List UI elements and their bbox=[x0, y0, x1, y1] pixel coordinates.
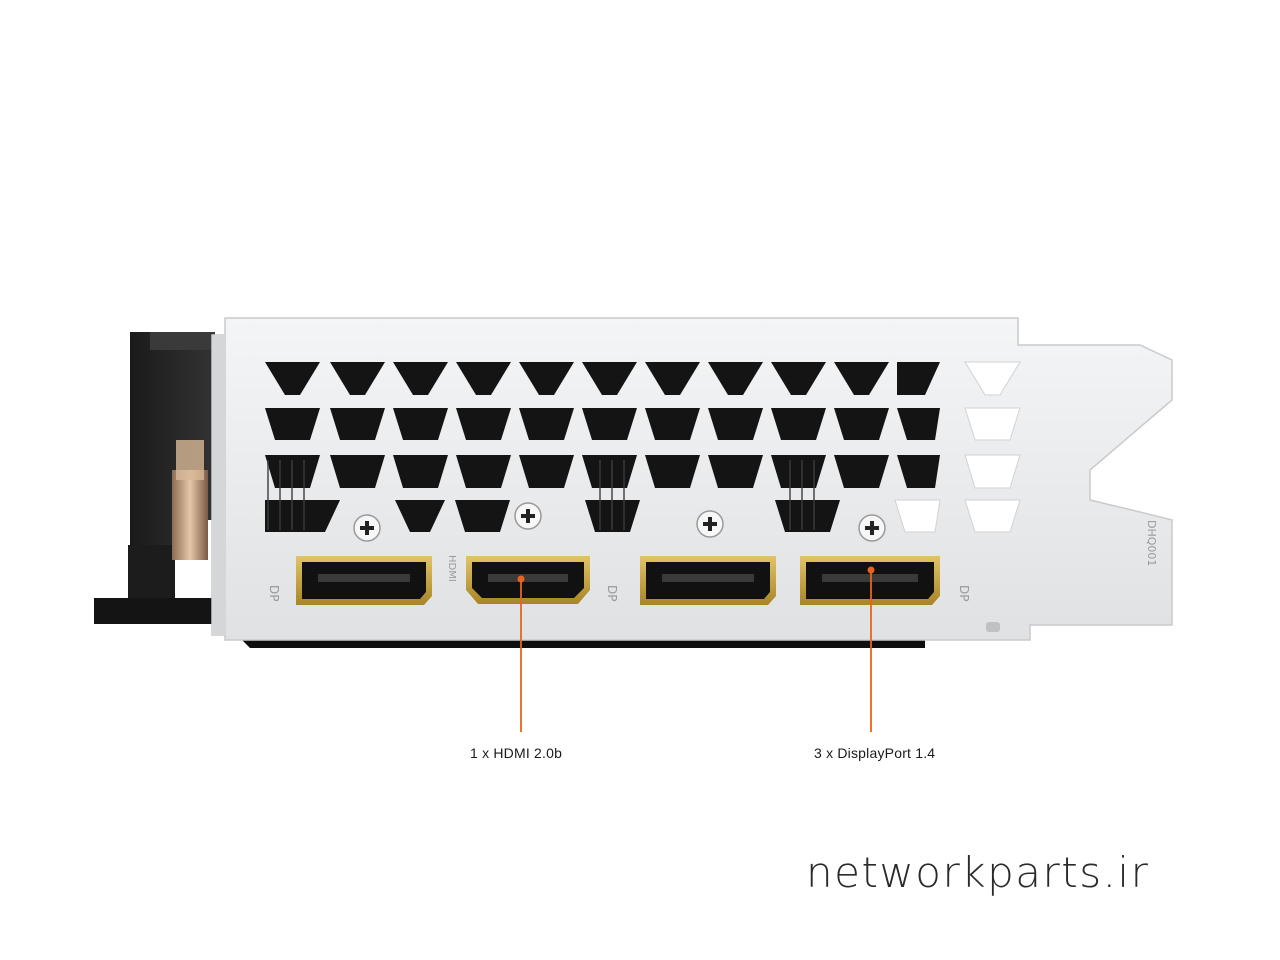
screw-1 bbox=[353, 514, 381, 542]
marking-dp-3: DP bbox=[957, 585, 971, 601]
marking-hdmi: HDMI bbox=[446, 555, 457, 582]
callout-lines bbox=[517, 566, 875, 732]
heatsink-fins bbox=[267, 460, 815, 530]
marking-dp-1: DP bbox=[267, 585, 281, 601]
card-shroud bbox=[94, 332, 220, 624]
port-displayport-1 bbox=[296, 556, 432, 605]
watermark-text: networkparts.ir bbox=[806, 848, 1150, 897]
port-hdmi bbox=[466, 556, 590, 604]
screw-2 bbox=[514, 502, 542, 530]
marking-dp-2: DP bbox=[605, 585, 619, 601]
marking-bracket-code: DHQ001 bbox=[1145, 520, 1158, 566]
callout-label-hdmi: 1 x HDMI 2.0b bbox=[470, 745, 563, 761]
port-markings: DP HDMI DP DP DHQ001 bbox=[267, 520, 1158, 601]
screw-3 bbox=[696, 510, 724, 538]
bracket-screws bbox=[353, 502, 886, 542]
port-displayport-2 bbox=[640, 556, 776, 605]
port-displayport-3 bbox=[800, 556, 940, 605]
screw-4 bbox=[858, 514, 886, 542]
callout-label-displayport: 3 x DisplayPort 1.4 bbox=[814, 745, 936, 761]
vent-grid bbox=[265, 361, 1021, 533]
